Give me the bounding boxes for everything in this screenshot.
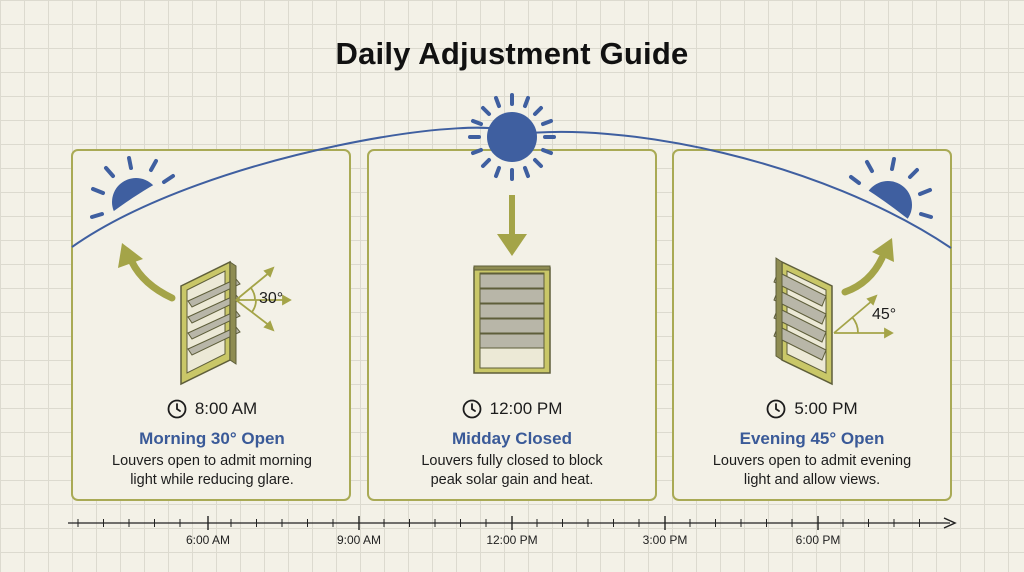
- timeline-label: 6:00 PM: [795, 533, 841, 547]
- time-morning: 8:00 AM: [92, 399, 332, 419]
- phase-description-midday: Louvers fully closed to block peak solar…: [382, 452, 642, 490]
- description-line: peak solar gain and heat.: [430, 472, 594, 488]
- description-line: Louvers fully closed to block: [421, 453, 603, 469]
- description-line: Louvers open to admit evening: [712, 453, 912, 469]
- down-arrow-icon: [497, 195, 527, 256]
- timeline-label: 6:00 AM: [185, 533, 231, 547]
- description-line: light and allow views.: [743, 472, 881, 488]
- time-midday: 12:00 PM: [392, 399, 632, 419]
- louver-window-icon: [180, 260, 241, 386]
- angle-label-evening: 45°: [872, 306, 897, 323]
- curved-arrow-icon: [118, 243, 176, 302]
- phase-name-midday: Midday Closed: [452, 429, 572, 448]
- timeline-label: 3:00 PM: [642, 533, 688, 547]
- angle-label-morning: 30°: [259, 290, 284, 307]
- time-label: 5:00 PM: [794, 399, 858, 418]
- clock-icon: [462, 399, 482, 419]
- timeline-label: 9:00 AM: [336, 533, 382, 547]
- description-line: light while reducing glare.: [130, 472, 294, 488]
- curved-arrow-icon: [841, 238, 894, 296]
- louver-window-icon: [773, 257, 833, 386]
- time-label: 8:00 AM: [194, 399, 258, 418]
- timeline-label: 12:00 PM: [486, 533, 538, 547]
- angle-indicator: [235, 266, 292, 332]
- clock-icon: [766, 399, 786, 419]
- time-label: 12:00 PM: [489, 399, 563, 418]
- phase-description-evening: Louvers open to admit evening light and …: [682, 452, 942, 490]
- sun-icon: [468, 93, 556, 181]
- phase-name-evening: Evening 45° Open: [739, 429, 885, 448]
- timeline-axis: [68, 516, 957, 530]
- page-title: Daily Adjustment Guide: [335, 36, 689, 71]
- clock-icon: [167, 399, 187, 419]
- phase-description-morning: Louvers open to admit morning light whil…: [82, 452, 342, 490]
- phase-name-morning: Morning 30° Open: [139, 429, 285, 448]
- description-line: Louvers open to admit morning: [112, 453, 312, 469]
- louver-window-icon: [473, 265, 551, 374]
- angle-indicator: [833, 294, 894, 339]
- time-evening: 5:00 PM: [692, 399, 932, 419]
